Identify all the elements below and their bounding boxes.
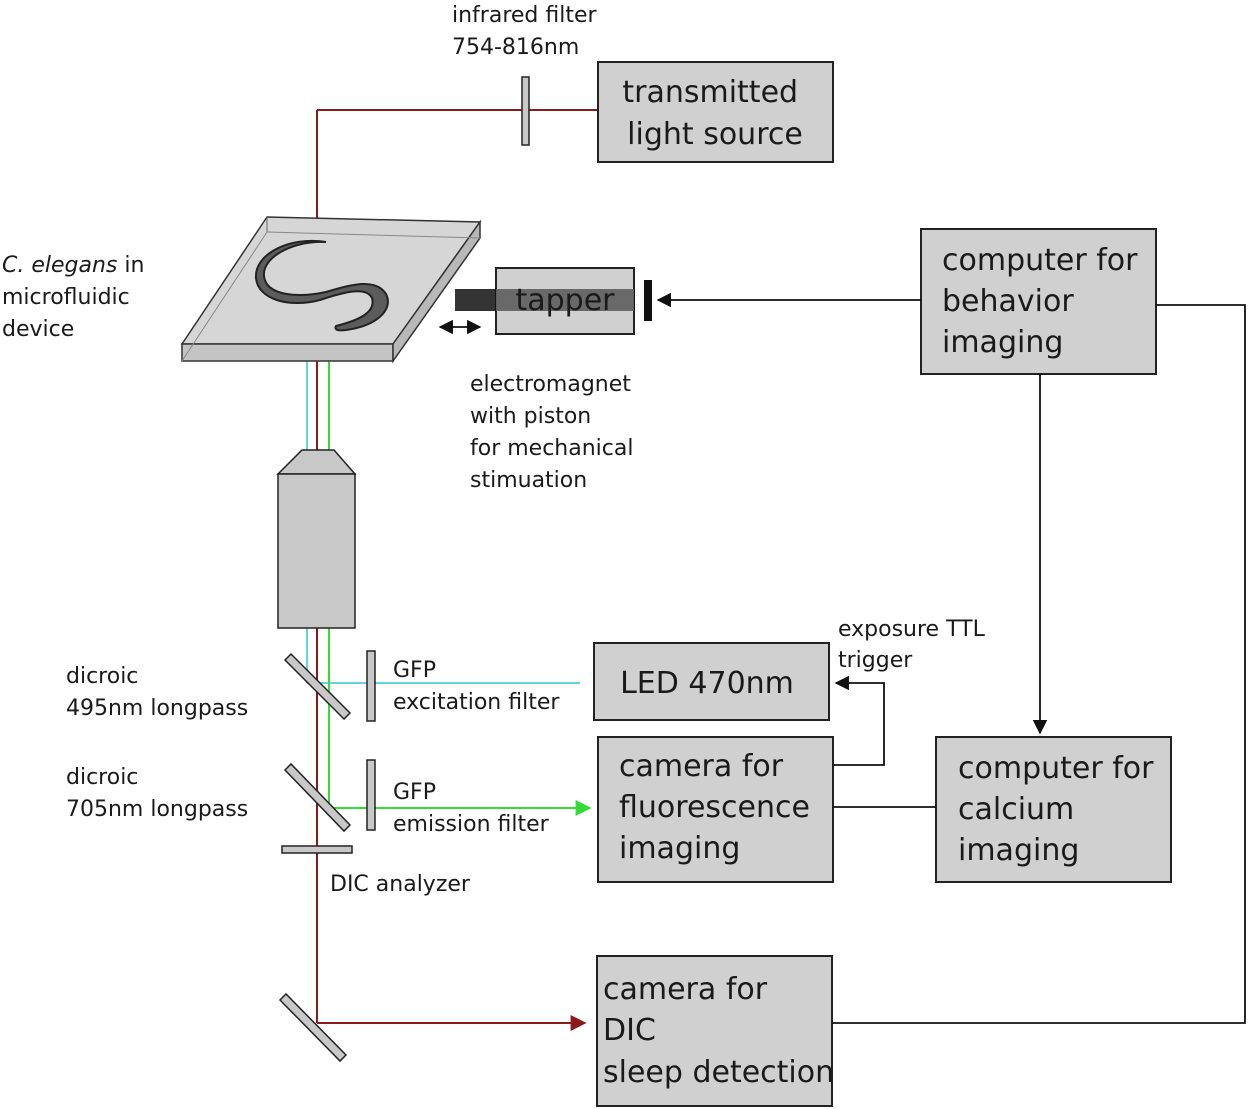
- dicroic-705-line-2: 705nm longpass: [66, 797, 248, 822]
- gfp-excitation-line-1: GFP: [393, 658, 436, 683]
- dic-analyzer-label: DIC analyzer: [330, 872, 471, 897]
- piston-head: [644, 280, 652, 321]
- dicroic-705-line-1: dicroic: [66, 765, 138, 790]
- camera-fluorescence-line-2: fluorescence: [619, 790, 810, 825]
- tapper-label: tapper: [515, 283, 615, 318]
- organism-line-2: microfluidic: [2, 285, 130, 310]
- dicroic-495-line-1: dicroic: [66, 664, 138, 689]
- computer-behavior-line-1: computer for: [942, 243, 1138, 278]
- camera-fluorescence-line-3: imaging: [619, 831, 740, 866]
- infrared-filter-line-2: 754-816nm: [452, 35, 579, 60]
- dic-mirror: [278, 992, 348, 1063]
- svg-text:transmitted light source: transmitted light source: [622, 75, 807, 152]
- organism-line-3: device: [2, 317, 74, 342]
- electromagnet-line-4: stimuation: [470, 468, 587, 493]
- led-box: LED 470nm: [593, 642, 830, 721]
- infrared-filter-label: infrared filter 754-816nm: [452, 3, 604, 60]
- gfp-emission-label: GFP emission filter: [393, 780, 550, 837]
- computer-calcium-line-1: computer for: [958, 751, 1154, 786]
- computer-behavior-line-2: behavior: [942, 284, 1074, 319]
- gfp-excitation-filter: [366, 650, 376, 722]
- organism-name: C. elegans: [2, 253, 117, 278]
- computer-behavior-line-3: imaging: [942, 325, 1063, 360]
- emission-beam-path: [328, 330, 592, 816]
- computer-calcium-line-2: calcium: [958, 792, 1074, 827]
- light-source-line-2: light source: [627, 117, 803, 152]
- computer-calcium-line-3: imaging: [958, 833, 1079, 868]
- electromagnet-label: electromagnet with piston for mechanical…: [470, 372, 640, 493]
- gfp-emission-filter: [366, 759, 376, 831]
- transmitted-light-source-box: transmitted light source: [597, 61, 834, 163]
- svg-text:camera for DIC sle: camera for DIC sleep detection: [603, 972, 834, 1090]
- camera-dic-box: camera for DIC sleep detection: [596, 955, 834, 1107]
- camera-dic-line-2: DIC: [603, 1013, 656, 1048]
- dicroic-705-mirror: [283, 762, 352, 833]
- computer-calcium-box: computer for calcium imaging: [935, 736, 1172, 883]
- exposure-ttl-label: exposure TTL trigger: [838, 617, 992, 673]
- dicroic-495-line-2: 495nm longpass: [66, 696, 248, 721]
- svg-text:computer for behavior: computer for behavior imaging: [942, 243, 1147, 360]
- svg-text:camera for fluorescence: camera for fluorescence imaging: [619, 749, 820, 866]
- camera-dic-line-1: camera for: [603, 972, 768, 1007]
- camera-fluorescence-box: camera for fluorescence imaging: [597, 736, 834, 883]
- camera-dic-line-3: sleep detection: [603, 1055, 834, 1090]
- ttl-trigger-arrow: [833, 675, 885, 766]
- behavior-to-dic-wire: [832, 304, 1246, 1024]
- camera-fluorescence-line-1: camera for: [619, 749, 784, 784]
- gfp-excitation-line-2: excitation filter: [393, 690, 560, 715]
- computer-behavior-box: computer for behavior imaging: [920, 228, 1157, 375]
- dic-analyzer: [281, 845, 353, 854]
- light-source-line-1: transmitted: [622, 75, 798, 110]
- organism-label: C. elegans in microfluidic device: [2, 253, 151, 342]
- organism-name-suffix: in: [117, 253, 144, 278]
- gfp-emission-line-2: emission filter: [393, 812, 550, 837]
- infrared-filter-line-1: infrared filter: [452, 3, 598, 28]
- dicroic-705-label: dicroic 705nm longpass: [66, 765, 248, 822]
- led-label: LED 470nm: [620, 666, 794, 701]
- infrared-filter: [521, 76, 530, 146]
- objective-lens: [276, 449, 357, 629]
- svg-text:computer for calcium: computer for calcium imaging: [958, 751, 1163, 868]
- dicroic-495-label: dicroic 495nm longpass: [66, 664, 248, 721]
- electromagnet-line-3: for mechanical: [470, 436, 633, 461]
- tapper-box: tapper: [455, 267, 652, 335]
- control-wiring: [656, 292, 1246, 1024]
- electromagnet-line-1: electromagnet: [470, 372, 631, 397]
- microfluidic-device: [180, 216, 482, 364]
- c-elegans-worm: [254, 239, 389, 332]
- dicroic-495-mirror: [283, 652, 352, 721]
- exposure-ttl-line-2: trigger: [838, 648, 913, 673]
- gfp-excitation-label: GFP excitation filter: [393, 658, 560, 715]
- gfp-emission-line-1: GFP: [393, 780, 436, 805]
- electromagnet-line-2: with piston: [470, 404, 591, 429]
- exposure-ttl-line-1: exposure TTL: [838, 617, 986, 642]
